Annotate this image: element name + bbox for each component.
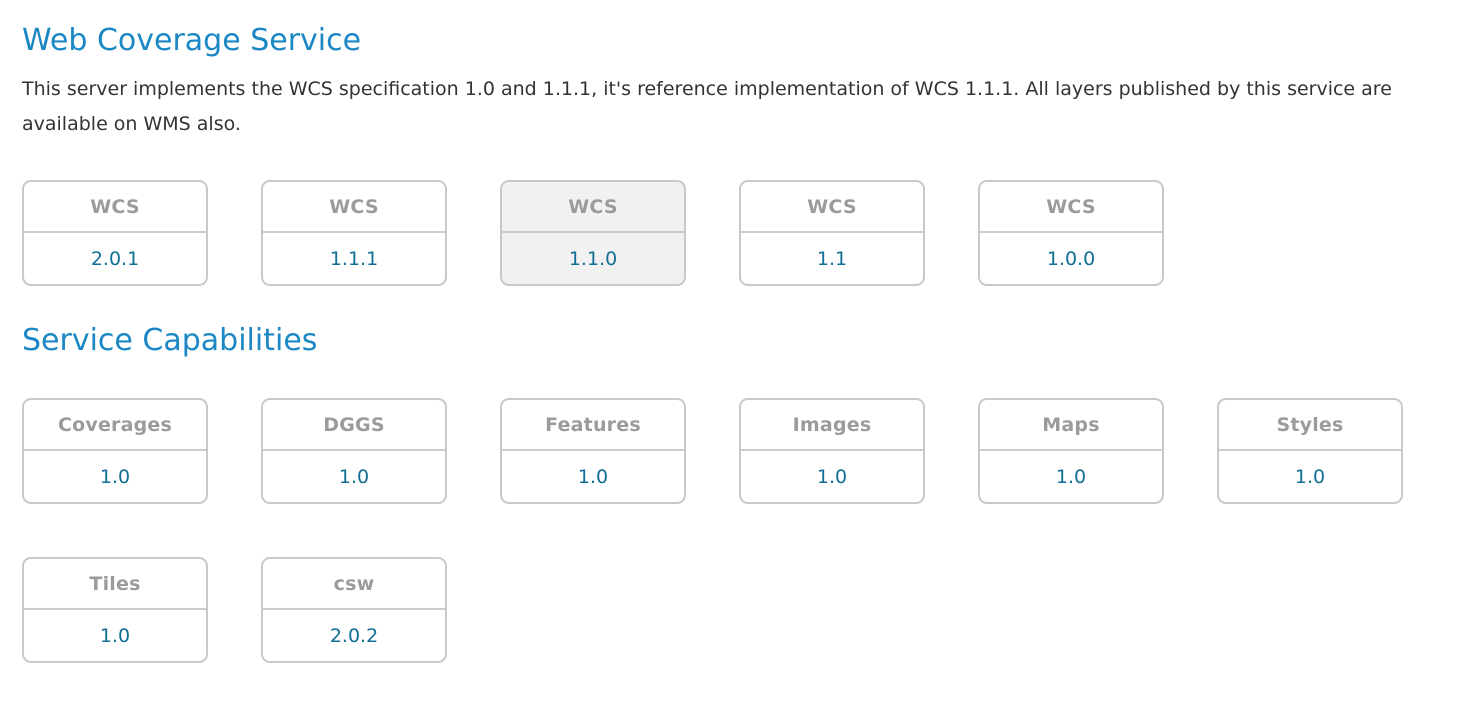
capabilities-row-2: Tiles 1.0 csw 2.0.2 <box>22 557 1440 663</box>
service-name-label: Images <box>741 400 923 451</box>
service-box-wcs-11: WCS 1.1 <box>739 180 925 286</box>
service-name-label: Tiles <box>24 559 206 610</box>
service-name-label: Styles <box>1219 400 1401 451</box>
service-version-link[interactable]: 1.1.1 <box>329 247 379 270</box>
service-version-link[interactable]: 1.0.0 <box>1046 247 1096 270</box>
service-box-features: Features 1.0 <box>500 398 686 504</box>
service-version-link[interactable]: 1.0 <box>1055 465 1087 488</box>
service-box-maps: Maps 1.0 <box>978 398 1164 504</box>
service-box-csw: csw 2.0.2 <box>261 557 447 663</box>
service-name-label: WCS <box>24 182 206 233</box>
service-box-wcs-100: WCS 1.0.0 <box>978 180 1164 286</box>
service-name-label: DGGS <box>263 400 445 451</box>
service-box-wcs-110: WCS 1.1.0 <box>500 180 686 286</box>
service-box-dggs: DGGS 1.0 <box>261 398 447 504</box>
service-name-label: Features <box>502 400 684 451</box>
service-version-link[interactable]: 2.0.2 <box>329 624 379 647</box>
service-box-wcs-111: WCS 1.1.1 <box>261 180 447 286</box>
service-name-label: Maps <box>980 400 1162 451</box>
capabilities-section-title: Service Capabilities <box>22 323 318 358</box>
service-box-wcs-201: WCS 2.0.1 <box>22 180 208 286</box>
service-name-label: csw <box>263 559 445 610</box>
service-box-tiles: Tiles 1.0 <box>22 557 208 663</box>
service-version-link[interactable]: 1.0 <box>577 465 609 488</box>
service-version-link[interactable]: 1.1 <box>816 247 848 270</box>
service-version-link[interactable]: 1.0 <box>816 465 848 488</box>
service-description: This server implements the WCS specifica… <box>22 78 1392 135</box>
service-name-label: WCS <box>741 182 923 233</box>
service-version-link[interactable]: 1.0 <box>99 465 131 488</box>
service-name-label: WCS <box>980 182 1162 233</box>
service-name-label: WCS <box>263 182 445 233</box>
service-version-link[interactable]: 2.0.1 <box>90 247 140 270</box>
service-version-link[interactable]: 1.1.0 <box>568 247 618 270</box>
service-name-label: Coverages <box>24 400 206 451</box>
wcs-version-row: WCS 2.0.1 WCS 1.1.1 WCS 1.1.0 WCS 1.1 WC… <box>22 180 1440 286</box>
service-box-images: Images 1.0 <box>739 398 925 504</box>
service-version-link[interactable]: 1.0 <box>1294 465 1326 488</box>
service-name-label: WCS <box>502 182 684 233</box>
service-version-link[interactable]: 1.0 <box>338 465 370 488</box>
page-title: Web Coverage Service <box>22 23 362 58</box>
service-box-coverages: Coverages 1.0 <box>22 398 208 504</box>
service-version-link[interactable]: 1.0 <box>99 624 131 647</box>
capabilities-row-1: Coverages 1.0 DGGS 1.0 Features 1.0 Imag… <box>22 398 1440 504</box>
service-box-styles: Styles 1.0 <box>1217 398 1403 504</box>
